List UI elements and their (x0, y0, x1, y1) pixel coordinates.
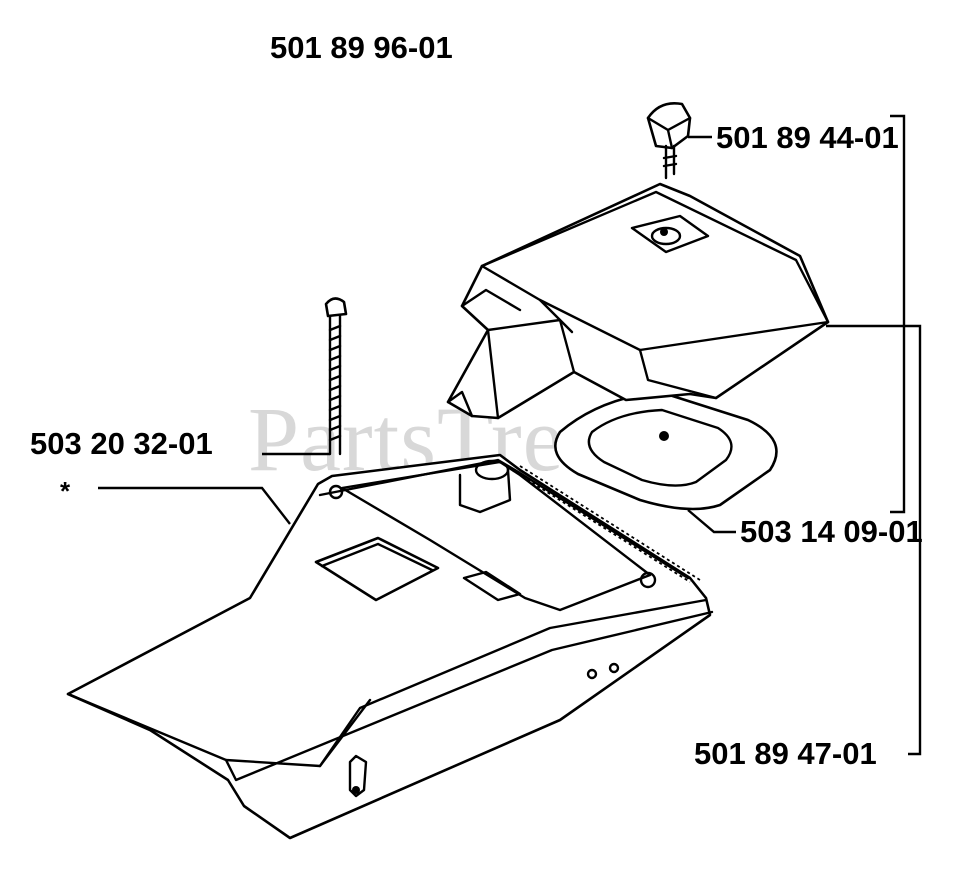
label-assembly: 501 89 96-01 (270, 30, 453, 65)
label-knob: 501 89 44-01 (716, 120, 899, 155)
base-housing (66, 453, 714, 840)
gasket (554, 390, 778, 511)
upper-cover (446, 182, 830, 420)
label-cover-kit: 501 89 47-01 (694, 736, 877, 771)
label-note-mark: * (60, 476, 71, 506)
label-gasket: 503 14 09-01 (740, 514, 923, 549)
knob (646, 102, 692, 180)
screw (324, 297, 348, 456)
label-screw: 503 20 32-01 (30, 426, 213, 461)
leader-lines (98, 114, 922, 756)
